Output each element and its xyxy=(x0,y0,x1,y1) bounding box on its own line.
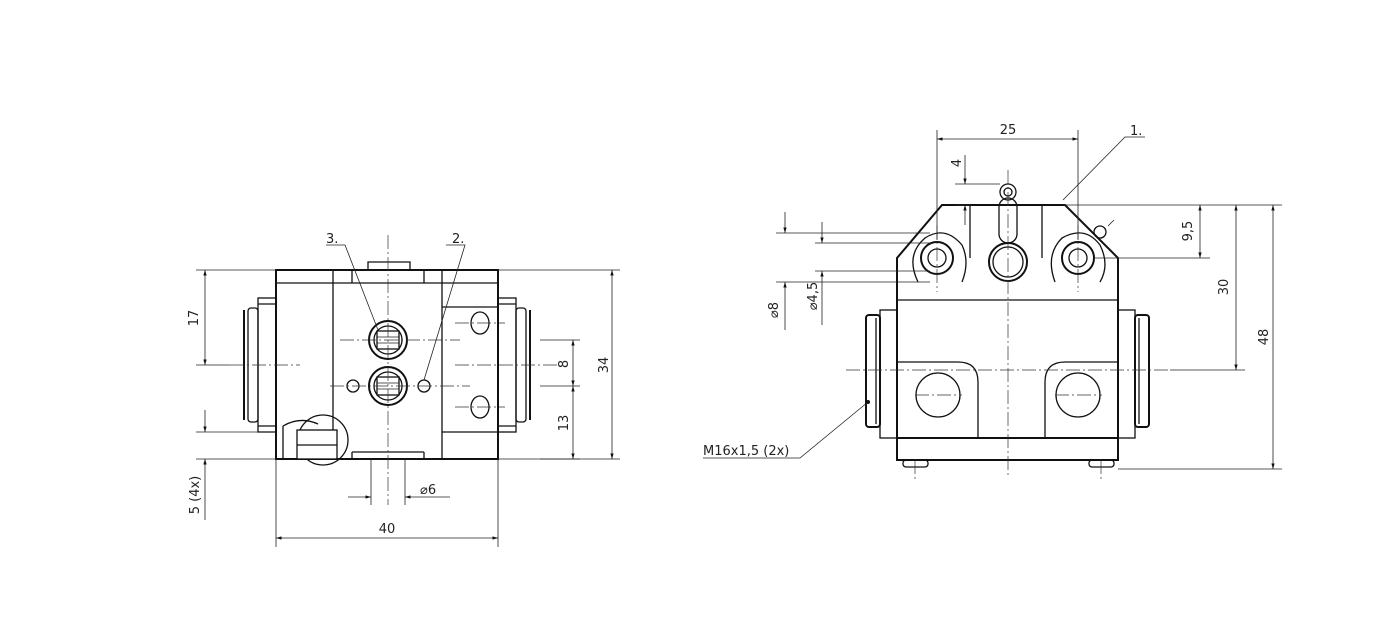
dim-dia6: ⌀6 xyxy=(420,483,436,498)
callout-1-label: 1. xyxy=(1130,124,1142,139)
left-view: 3. 2. 17 34 8 13 5 (4x) 40 xyxy=(187,232,620,547)
dim-4: 4 xyxy=(950,159,965,167)
callout-3-label: 3. xyxy=(326,232,338,247)
dim-dia4-5: ⌀4,5 xyxy=(806,282,821,311)
thread-label: M16x1,5 (2x) xyxy=(703,444,789,459)
dim-dia8: ⌀8 xyxy=(767,302,782,318)
dim-5-4x: 5 (4x) xyxy=(188,476,203,515)
dim-30: 30 xyxy=(1217,279,1232,296)
right-housing-outline xyxy=(896,204,1119,439)
dim-34: 34 xyxy=(597,357,612,374)
dim-17: 17 xyxy=(187,310,202,327)
dim-40: 40 xyxy=(379,522,396,537)
callout-2-label: 2. xyxy=(452,232,464,247)
dim-25: 25 xyxy=(1000,123,1017,138)
dim-48: 48 xyxy=(1257,329,1272,346)
dim-9-5: 9,5 xyxy=(1181,221,1196,242)
dim-8: 8 xyxy=(557,360,572,368)
dim-13: 13 xyxy=(557,415,572,432)
right-view: 25 1. 4 9,5 30 48 ⌀8 xyxy=(703,123,1282,480)
